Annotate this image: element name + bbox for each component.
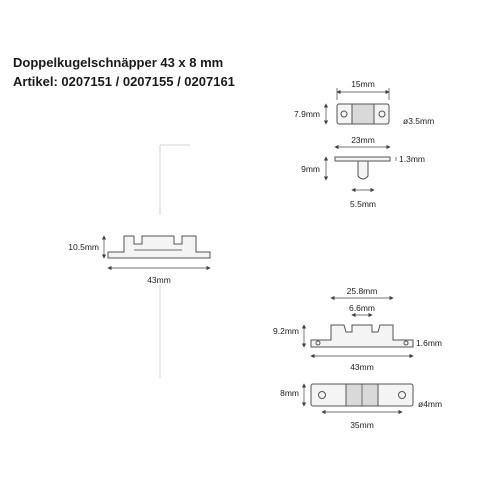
strike-hole-label: ø3.5mm: [403, 116, 434, 126]
strike-top-view: 15mm 7.9mm ø3.5mm: [294, 79, 434, 126]
strike-side-length-label: 23mm: [351, 135, 375, 145]
catch-height-label: 9.2mm: [273, 326, 299, 336]
catch-hole-spacing-label: 35mm: [350, 420, 374, 430]
main-length-label: 43mm: [147, 275, 171, 285]
catch-width-label: 8mm: [280, 388, 299, 398]
catch-thickness-label: 1.6mm: [416, 338, 442, 348]
article-numbers: Artikel: 0207151 / 0207155 / 0207161: [13, 74, 235, 89]
main-side-view: 10.5mm 43mm: [68, 235, 211, 285]
strike-height-label: 9mm: [301, 164, 320, 174]
strike-side-view: 23mm 9mm 1.3mm 5.5mm: [301, 135, 425, 209]
catch-top-view: 8mm ø4mm 35mm: [280, 383, 442, 430]
catch-side-view: 25.8mm 6.6mm 9.2mm 1.6mm 43mm: [273, 286, 442, 372]
diagram-title: Doppelkugelschnäpper 43 x 8 mm: [13, 55, 224, 70]
strike-thickness-label: 1.3mm: [399, 154, 425, 164]
catch-hole-label: ø4mm: [418, 399, 442, 409]
catch-inner-label: 6.6mm: [349, 303, 375, 313]
catch-outer-label: 25.8mm: [347, 286, 378, 296]
strike-length-label: 15mm: [351, 79, 375, 89]
main-height-label: 10.5mm: [68, 242, 99, 252]
catch-length-label: 43mm: [350, 362, 374, 372]
strike-stem-label: 5.5mm: [350, 199, 376, 209]
strike-width-label: 7.9mm: [294, 109, 320, 119]
